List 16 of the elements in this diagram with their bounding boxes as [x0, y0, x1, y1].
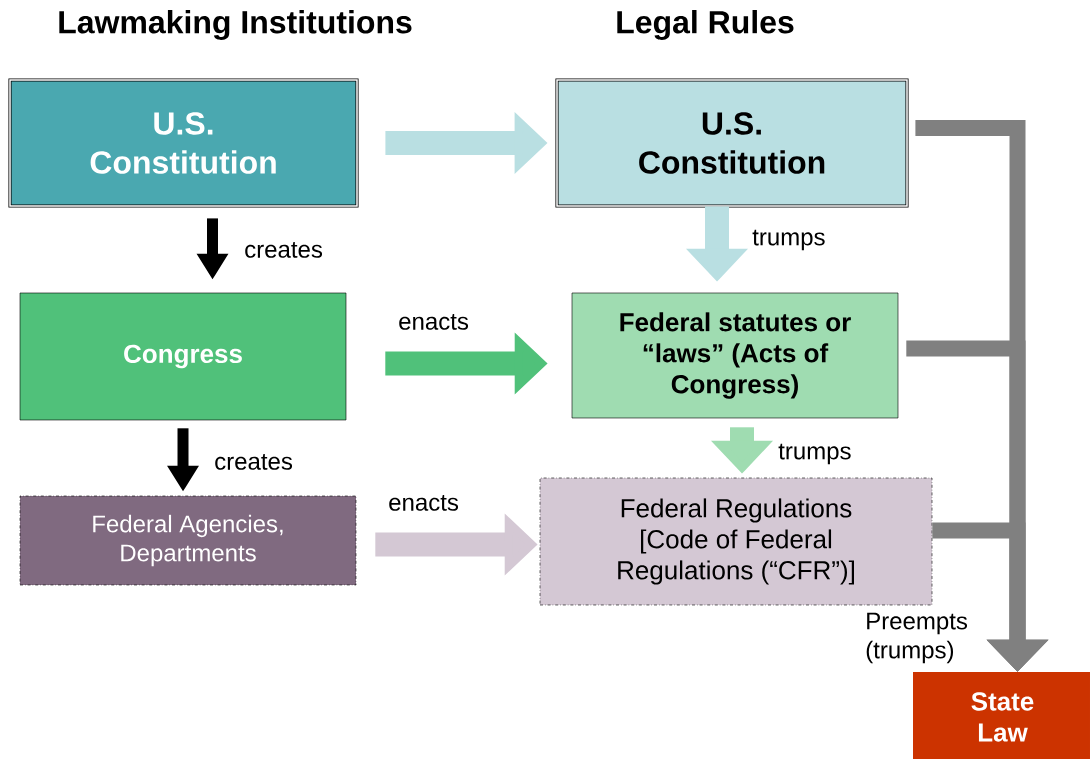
column-heading: Lawmaking Institutions [59, 10, 412, 40]
edge-label: creates [215, 454, 293, 470]
box: U.S. Constitution [555, 78, 909, 208]
box: State Law [913, 672, 1090, 759]
edge-label: trumps [778, 443, 851, 465]
edge-label: enacts [389, 495, 459, 511]
box: Federal statutes or “laws” (Acts of Congress) [571, 292, 899, 419]
edge-label: creates [245, 242, 323, 258]
edge-label: trumps [752, 229, 825, 251]
edge-label: Preempts (trumps) [866, 612, 968, 664]
column-heading: Legal Rules [617, 10, 794, 40]
box: Federal Agencies, Departments [19, 495, 357, 586]
box: Federal Regulations [Code of Federal Regulations (“CFR”)] [539, 477, 933, 606]
box: Congress [19, 292, 347, 421]
box: U.S. Constitution [8, 78, 359, 208]
edge-label: enacts [399, 314, 469, 330]
